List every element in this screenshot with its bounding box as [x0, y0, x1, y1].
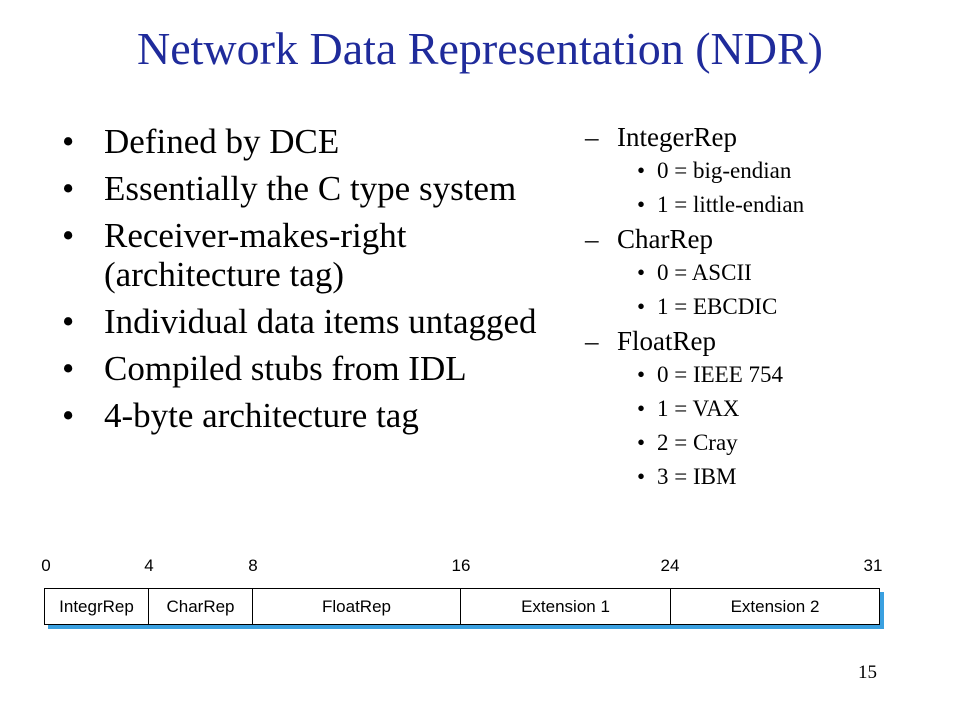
bullet-item: •Receiver-makes-right (architecture tag) — [62, 216, 407, 294]
bullet-dot-icon: • — [637, 294, 646, 319]
bit-tick-label: 8 — [248, 556, 258, 575]
sub-item: •2 = Cray — [585, 426, 945, 460]
slide-title: Network Data Representation (NDR) — [137, 23, 823, 74]
field-float-rep: FloatRep — [253, 589, 461, 624]
bullet-dot-icon: • — [62, 216, 75, 255]
integer-rep-group: –IntegerRep •0 = big-endian •1 = little-… — [585, 120, 945, 222]
field-char-rep: CharRep — [149, 589, 253, 624]
bit-tick-label: 0 — [41, 556, 51, 575]
bullet-item: •Defined by DCE — [62, 122, 340, 161]
page-number: 15 — [858, 662, 877, 683]
group-heading: –CharRep — [585, 224, 713, 254]
group-heading: –IntegerRep — [585, 122, 737, 152]
bullet-dot-icon: • — [637, 430, 646, 455]
bullet-item: •Compiled stubs from IDL — [62, 349, 467, 388]
bullet-dot-icon: • — [637, 464, 646, 489]
field-extension-2: Extension 2 — [730, 596, 820, 616]
sub-item: •0 = big-endian — [585, 154, 945, 188]
main-bullet-list: •Defined by DCE •Essentially the C type … — [62, 122, 582, 443]
sub-item: •3 = IBM — [585, 460, 945, 494]
float-rep-group: –FloatRep •0 = IEEE 754 •1 = VAX •2 = Cr… — [585, 324, 945, 494]
bullet-dot-icon: • — [62, 396, 75, 435]
bullet-dot-icon: • — [62, 302, 75, 341]
rep-options-panel: –IntegerRep •0 = big-endian •1 = little-… — [585, 120, 945, 494]
char-rep-group: –CharRep •0 = ASCII •1 = EBCDIC — [585, 222, 945, 324]
bullet-dot-icon: • — [637, 260, 646, 285]
sub-item: •1 = little-endian — [585, 188, 945, 222]
bit-tick-label: 4 — [144, 556, 154, 575]
bullet-dot-icon: • — [62, 122, 75, 161]
bullet-dot-icon: • — [637, 192, 646, 217]
architecture-tag-diagram: IntegrRep CharRep FloatRep Extension 1 E… — [44, 588, 880, 625]
sub-item: •1 = EBCDIC — [585, 290, 945, 324]
bullet-item: •Individual data items untagged — [62, 302, 537, 341]
bit-tick-label: 16 — [451, 556, 471, 575]
bullet-item: •Essentially the C type system — [62, 169, 517, 208]
bit-tick-label: 24 — [660, 556, 680, 575]
field-extension-1: Extension 1 — [461, 589, 671, 624]
bullet-dot-icon: • — [637, 396, 646, 421]
bullet-dot-icon: • — [62, 349, 75, 388]
bullet-item: •4-byte architecture tag — [62, 396, 419, 435]
bit-tick-label: 31 — [863, 556, 883, 575]
bit-position-ticks: 0 4 8 16 24 31 — [0, 556, 960, 582]
bullet-dot-icon: • — [637, 158, 646, 183]
group-heading: –FloatRep — [585, 326, 716, 356]
bullet-dot-icon: • — [62, 169, 75, 208]
field-integer-rep: IntegrRep — [45, 589, 149, 624]
sub-item: •0 = IEEE 754 — [585, 358, 945, 392]
sub-item: •1 = VAX — [585, 392, 945, 426]
bullet-dot-icon: • — [637, 362, 646, 387]
sub-item: •0 = ASCII — [585, 256, 945, 290]
